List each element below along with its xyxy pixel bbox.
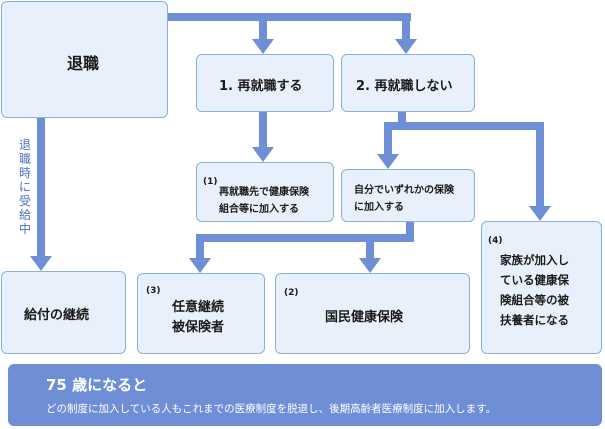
arrowhead-family xyxy=(529,206,551,221)
banner-text: どの制度に加入している人もこれまでの医療制度を脱退し、後期高齢者医療制度に加入し… xyxy=(46,403,497,415)
side-char: 職 xyxy=(18,152,31,166)
arrowhead-benefit xyxy=(30,256,52,271)
national-box: (2) 国民健康保険 xyxy=(275,273,470,354)
side-char: 受 xyxy=(18,194,31,208)
sub2-line2: に加入する xyxy=(354,202,404,213)
arrowhead-option1 xyxy=(252,39,274,54)
connector-option2-down xyxy=(398,112,406,126)
benefit-label: 給付の継続 xyxy=(24,308,90,323)
side-char: 退 xyxy=(18,138,31,152)
connector-sub2-down xyxy=(406,222,414,240)
voluntary-box: (3) 任意継続 被保険者 xyxy=(137,273,265,354)
connector-sub2-branch xyxy=(196,234,414,242)
arrowhead-national xyxy=(359,258,381,273)
family-box: (4) 家族が加入し ている健康保 険組合等の被 扶養者になる xyxy=(481,221,602,354)
retire-box: 退職 xyxy=(1,1,168,118)
arrowhead-sub1 xyxy=(252,147,274,162)
connector-to-national xyxy=(366,234,374,260)
national-label: 国民健康保険 xyxy=(325,310,404,325)
arrowhead-voluntary xyxy=(189,258,211,273)
sub2-box: 自分でいずれかの保険 に加入する xyxy=(341,169,475,222)
sub1-line1: 再就職先で健康保険 xyxy=(219,187,309,198)
banner-title: 75 歳になると xyxy=(46,376,148,394)
arrowhead-sub2 xyxy=(377,154,399,169)
side-char: 給 xyxy=(18,208,31,222)
option1-box: 1. 再就職する xyxy=(196,54,334,112)
side-char: に xyxy=(18,180,31,194)
family-line2: ている健康保 xyxy=(500,273,569,287)
option2-label: 2. 再就職しない xyxy=(356,79,453,94)
family-line1: 家族が加入し xyxy=(500,253,569,267)
connector-to-option1 xyxy=(259,13,267,41)
side-char: 時 xyxy=(18,166,31,180)
sub1-number: (1) xyxy=(203,177,218,187)
option1-label: 1. 再就職する xyxy=(219,79,303,94)
connector-option1-sub1 xyxy=(259,112,267,149)
connector-top xyxy=(168,13,411,21)
connector-to-voluntary xyxy=(196,234,204,260)
connector-to-family xyxy=(536,122,544,208)
sub2-line1: 自分でいずれかの保険 xyxy=(354,185,454,196)
arrowhead-option2 xyxy=(395,39,417,54)
connector-option2-branch xyxy=(384,122,542,130)
side-char: 中 xyxy=(18,222,31,236)
family-number: (4) xyxy=(488,236,503,246)
retire-label: 退職 xyxy=(67,54,100,73)
family-line3: 険組合等の被 xyxy=(500,293,569,307)
voluntary-line2: 被保険者 xyxy=(172,320,225,335)
family-line4: 扶養者になる xyxy=(500,313,569,327)
side-label: 退 職 時 に 受 給 中 xyxy=(18,138,32,236)
option2-box: 2. 再就職しない xyxy=(341,54,475,112)
connector-to-sub2 xyxy=(384,122,392,156)
connector-to-option2 xyxy=(402,13,410,41)
sub1-box: (1) 再就職先で健康保険 組合等に加入する xyxy=(196,162,334,222)
connector-retire-benefit xyxy=(37,118,45,258)
sub1-line2: 組合等に加入する xyxy=(219,204,299,215)
national-number: (2) xyxy=(284,288,299,298)
voluntary-line1: 任意継続 xyxy=(172,300,225,315)
benefit-box: 給付の継続 xyxy=(1,271,126,354)
voluntary-number: (3) xyxy=(146,286,161,296)
age75-banner: 75 歳になると どの制度に加入している人もこれまでの医療制度を脱退し、後期高齢… xyxy=(8,364,602,426)
